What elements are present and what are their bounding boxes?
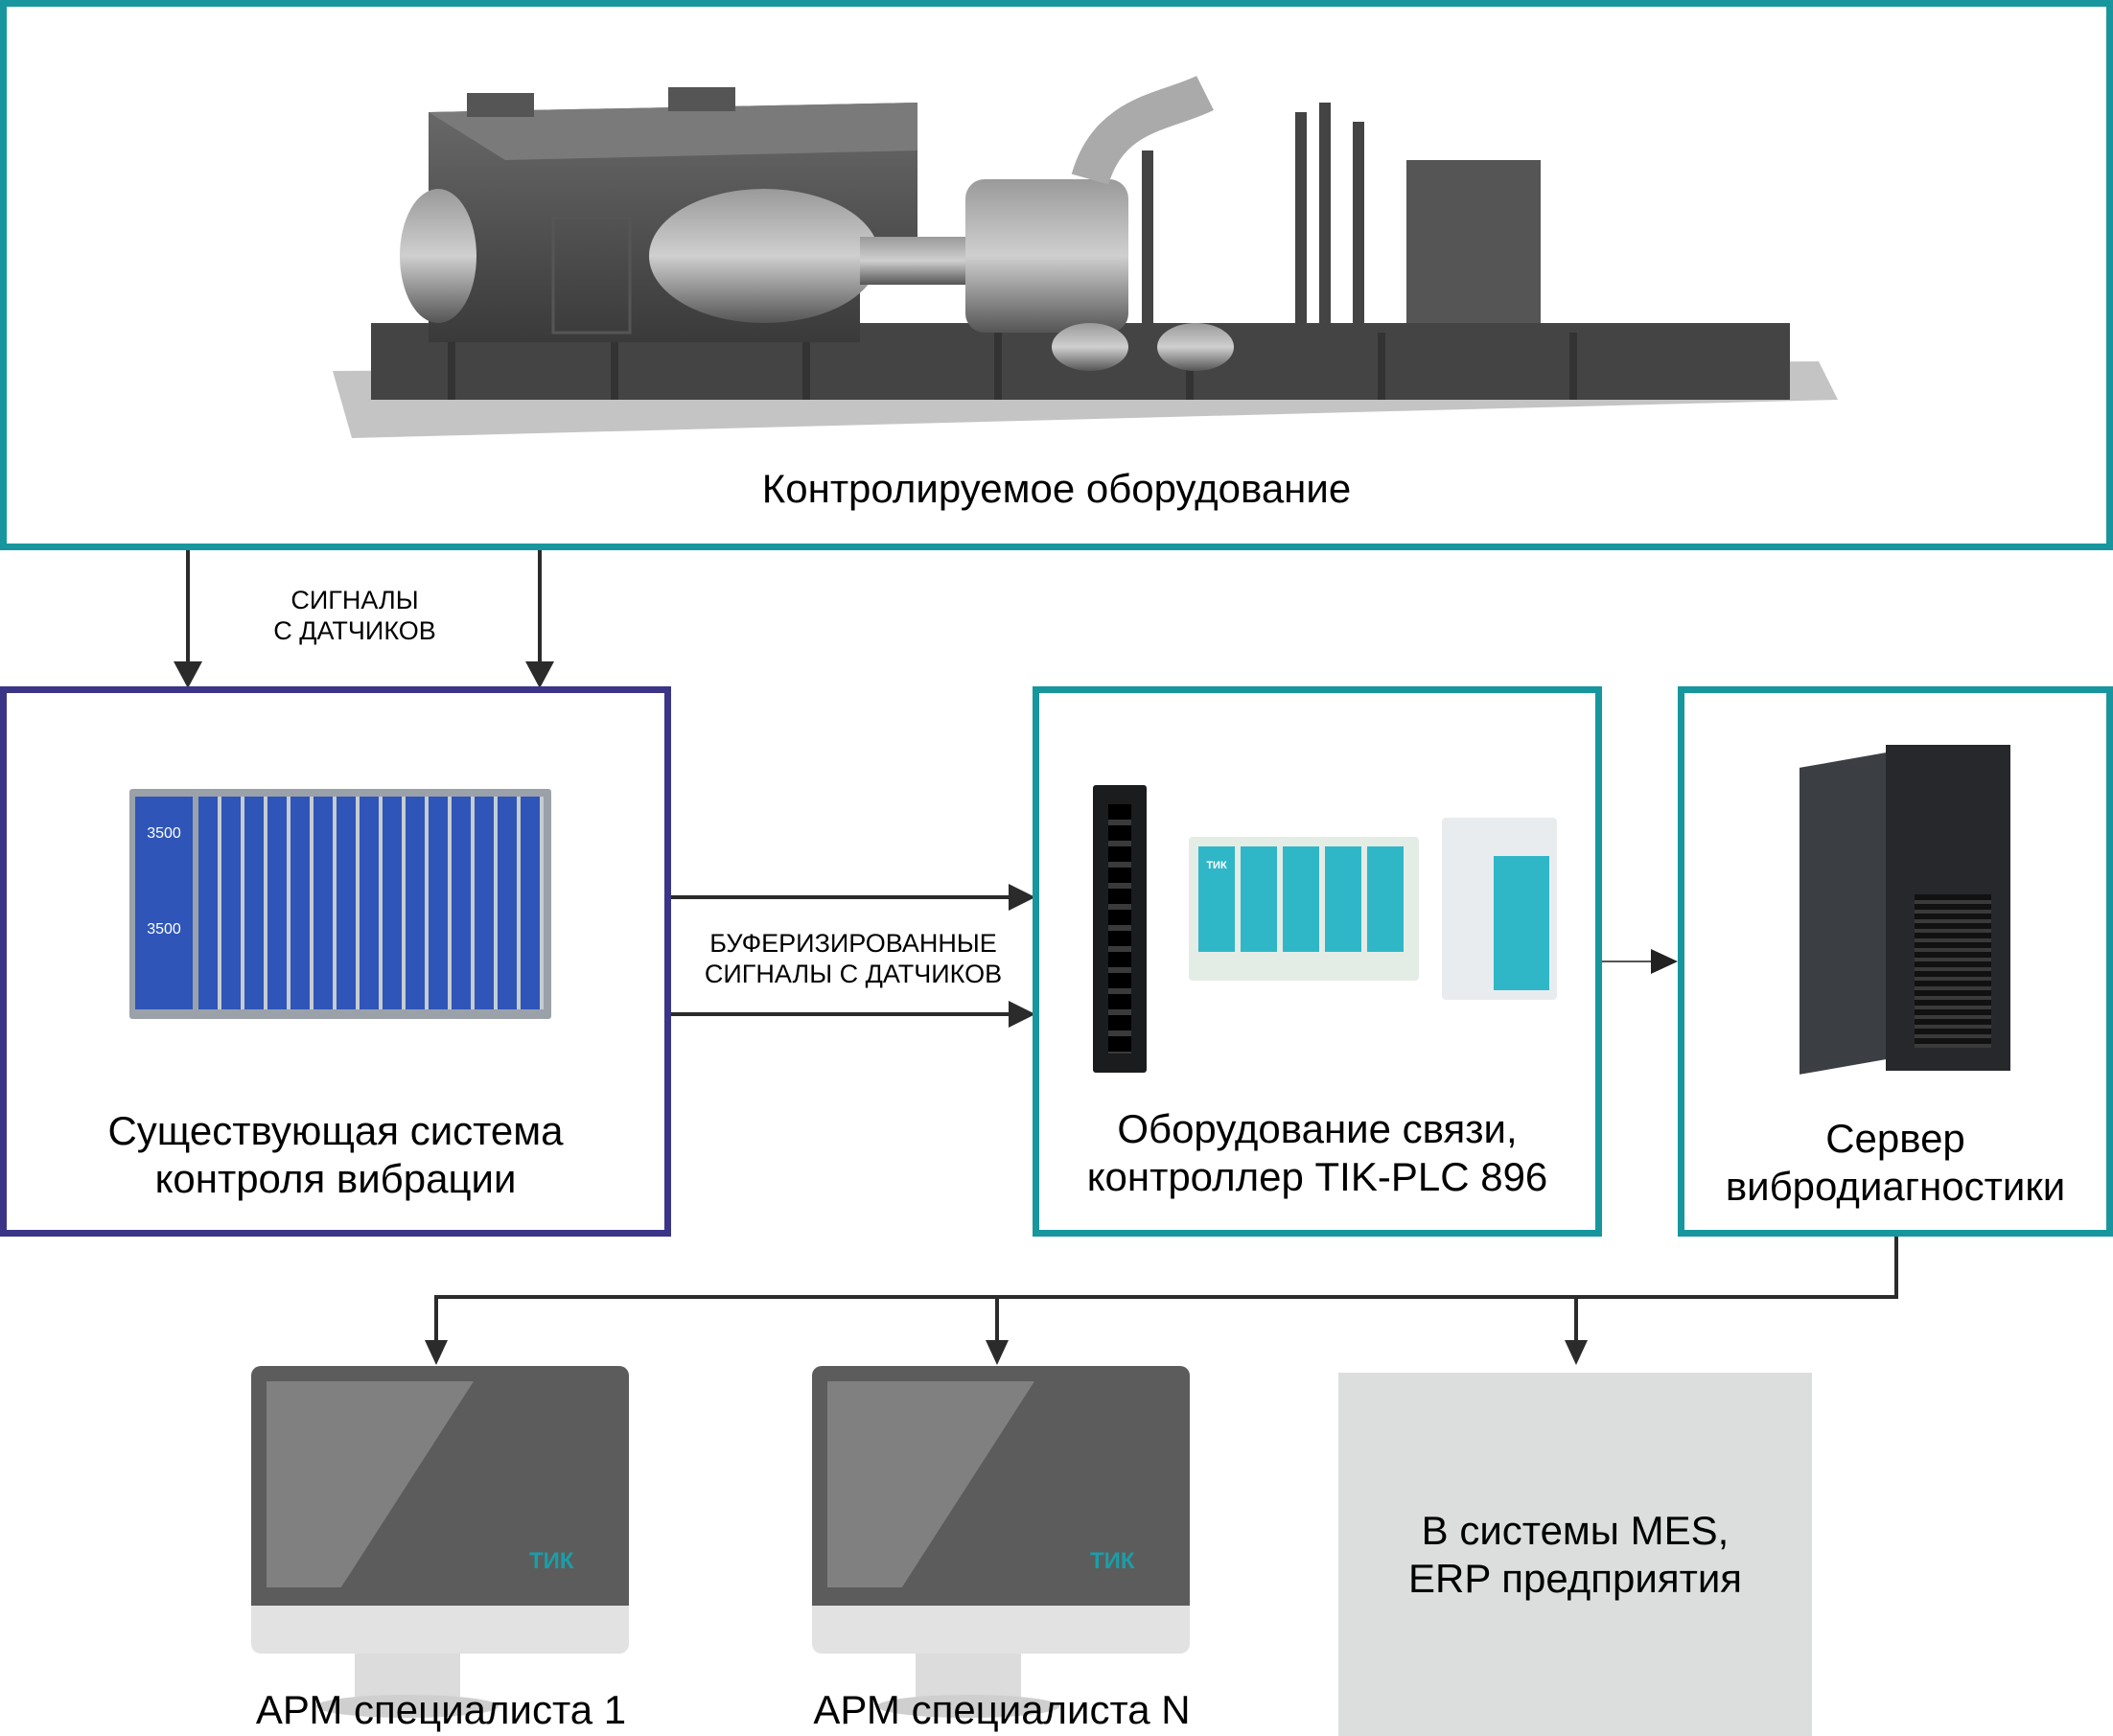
signals-label-line2: С ДАТЧИКОВ	[273, 616, 436, 646]
server-label: Сервер вибродиагностики	[1725, 1116, 2066, 1210]
monitor-base	[316, 1695, 499, 1718]
arrow-buffered-top	[668, 884, 1035, 911]
server-tower-image	[1800, 731, 2010, 1076]
comm-equipment-label: Оборудование связи, контроллер TIK-PLC 8…	[1086, 1106, 1548, 1200]
vibration-server-block: Сервер вибродиагностики	[1678, 686, 2113, 1237]
converter-modules-image: ТИК	[1189, 837, 1419, 981]
vibration-monitoring-block: 3500 3500 Существующая система контроля …	[0, 686, 671, 1237]
arrow-to-workstation-n	[986, 1295, 1009, 1365]
arrow-signals-right	[525, 546, 554, 688]
mes-erp-label: В системы MES, ERP предприятия	[1407, 1508, 1743, 1602]
arrow-signals-left	[174, 546, 202, 688]
monitor-screen: ТИК	[812, 1366, 1190, 1606]
arrow-buffered-bottom	[668, 1001, 1035, 1028]
rack-power-module: 3500 3500	[135, 797, 193, 1009]
patch-panel-image	[1093, 785, 1147, 1073]
tik-logo-icon: ТИК	[529, 1548, 574, 1574]
tik-logo-icon: ТИК	[1090, 1548, 1135, 1574]
monitored-equipment-block: Контролируемое оборудование	[0, 0, 2113, 550]
workstation-n-label: АРМ специалиста N	[813, 1687, 1191, 1732]
communication-equipment-block: ТИК Оборудование связи, контроллер TIK-P…	[1033, 686, 1602, 1237]
arrow-comm-to-server	[1597, 949, 1678, 974]
workstation-n: ТИК	[812, 1366, 1190, 1654]
server-distribution-bus	[434, 1232, 1898, 1299]
buffered-signals-label: БУФЕРИЗИРОВАННЫЕ СИГНАЛЫ С ДАТЧИКОВ	[704, 929, 1003, 989]
signals-label-line1: СИГНАЛЫ	[290, 586, 419, 614]
rack-image: 3500 3500	[129, 789, 551, 1019]
monitor-chin	[251, 1606, 629, 1654]
signals-label: СИГНАЛЫ С ДАТЧИКОВ	[249, 585, 460, 647]
rack-card-slots	[198, 797, 544, 1009]
vibration-system-label: Существующая система контроля вибрации	[107, 1108, 564, 1202]
workstation-1: ТИК	[251, 1366, 629, 1654]
monitor-base	[877, 1695, 1059, 1718]
plc-controller-image	[1442, 818, 1557, 1000]
workstation-1-label: АРМ специалиста 1	[255, 1687, 627, 1732]
mes-erp-block: В системы MES, ERP предприятия	[1338, 1373, 1812, 1736]
turbine-unit-image	[333, 75, 1838, 438]
equipment-label: Контролируемое оборудование	[761, 466, 1352, 511]
monitor-screen: ТИК	[251, 1366, 629, 1606]
monitor-chin	[812, 1606, 1190, 1654]
arrow-to-mes	[1565, 1295, 1588, 1365]
arrow-to-workstation-1	[425, 1295, 448, 1365]
